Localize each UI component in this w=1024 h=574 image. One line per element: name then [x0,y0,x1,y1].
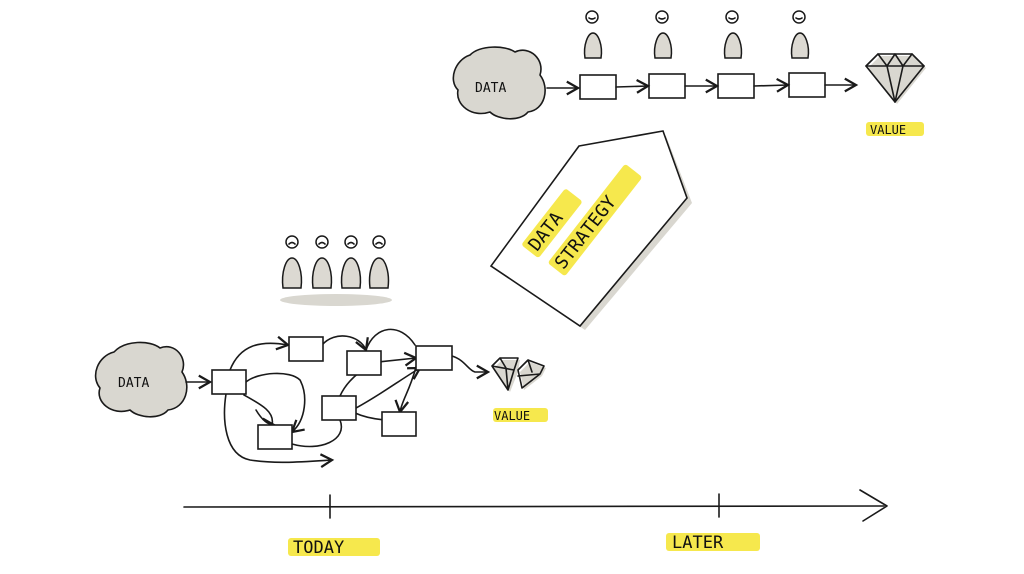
person-icon [311,235,333,289]
process-box [381,411,417,437]
timeline-axis [183,505,885,508]
person-icon [723,10,743,59]
process-box [257,424,293,450]
process-box [415,345,453,371]
timeline: TODAY LATER [183,489,888,558]
top-value-label: VALUE [870,123,906,137]
person-icon [790,10,810,59]
person-icon [653,10,673,59]
person-icon [340,235,362,289]
person-icon [281,235,303,289]
arrow-icon [753,77,791,93]
person-icon [583,10,603,59]
process-box [788,72,826,98]
diamond-icon [865,53,926,104]
person-icon [368,235,390,289]
bottom-data-label: DATA [118,376,149,391]
bottom-value-label: VALUE [494,409,530,423]
process-box [211,369,247,395]
process-box [346,350,382,376]
timeline-today-label: TODAY [293,538,344,558]
arrow-icon [859,489,888,522]
top-pipeline: DATA [452,10,926,137]
process-box [648,73,686,99]
cloud-icon [452,46,546,120]
process-box [579,74,617,100]
data-strategy-arrow: DATA STRATEGY [489,130,692,330]
process-box [321,395,357,421]
process-box [717,73,755,99]
bottom-pipeline: DATA VALUE [94,235,548,469]
arrow-icon [615,78,651,94]
broken-diamond-icon [491,357,546,392]
process-box [288,336,324,362]
top-data-label: DATA [475,81,506,96]
timeline-later-label: LATER [672,533,724,553]
cloud-icon [94,341,188,418]
